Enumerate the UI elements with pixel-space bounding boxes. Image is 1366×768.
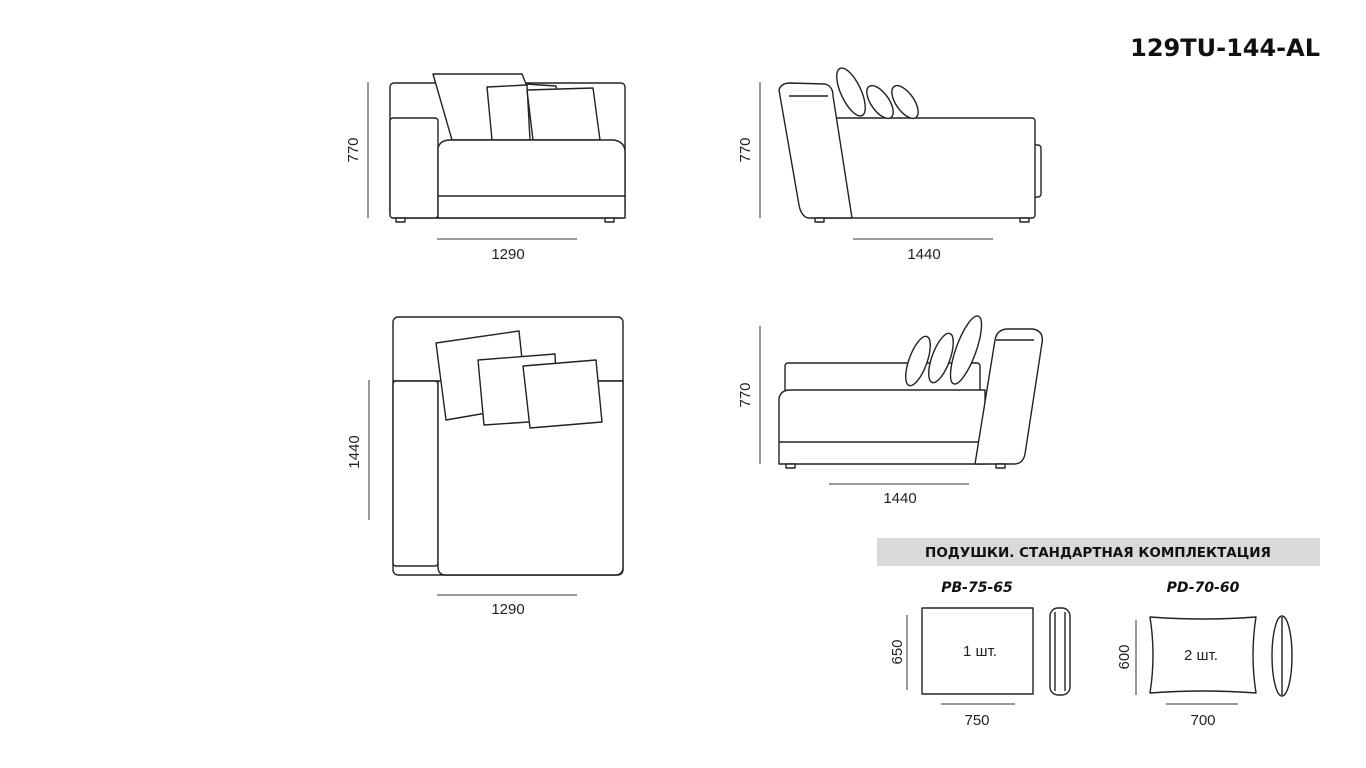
pillow: [928, 332, 954, 384]
pillow-width-label: 700: [1190, 712, 1215, 729]
pillow: [522, 359, 603, 429]
seat: [437, 139, 626, 219]
armrest: [392, 380, 439, 567]
height-label: 770: [737, 137, 754, 162]
height-label: 770: [345, 137, 362, 162]
width-label: 1290: [491, 246, 524, 263]
depth-label: 1440: [346, 435, 363, 468]
pillows-heading-band: [877, 538, 1320, 566]
pillow-code: PB-75-65: [941, 580, 1013, 596]
leg: [814, 217, 825, 223]
side-view-right: 770 1440: [737, 67, 1042, 263]
armrest: [778, 82, 853, 219]
width-label: 1290: [491, 601, 524, 618]
pillow-code: PD-70-60: [1167, 580, 1240, 596]
pillow-width-label: 750: [964, 712, 989, 729]
pillow-front: [921, 607, 1034, 695]
armrest: [974, 328, 1043, 465]
seat-body: [819, 117, 1036, 219]
leg: [1019, 217, 1030, 223]
pillow-pd: PD-70-60 2 шт. 600 700: [1116, 580, 1293, 729]
top-view: 1440 1290: [346, 316, 624, 618]
pillow-qty: 2 шт.: [1184, 647, 1218, 664]
pillow: [905, 335, 931, 387]
pillow-front: [1149, 616, 1257, 694]
height-label: 770: [737, 382, 754, 407]
leg: [395, 217, 406, 223]
pillow-side: [1049, 607, 1071, 696]
pillow: [866, 84, 894, 120]
pillow: [891, 84, 919, 120]
pillow-height-label: 600: [1116, 644, 1133, 669]
side-view-left: 770 1440: [737, 315, 1043, 507]
model-title: 129TU-144-AL: [1130, 34, 1320, 62]
pillow: [526, 87, 601, 141]
pillow-pb: PB-75-65 1 шт. 650 750: [889, 580, 1071, 729]
seat: [778, 389, 986, 465]
width-label: 1440: [883, 490, 916, 507]
pillow-qty: 1 шт.: [963, 643, 997, 660]
leg: [604, 217, 615, 223]
front-view: 770 1290: [345, 73, 626, 263]
pillow: [836, 67, 866, 117]
pillow-height-label: 650: [889, 639, 906, 664]
pillows-heading: ПОДУШКИ. СТАНДАРТНАЯ КОМПЛЕКТАЦИЯ: [925, 545, 1271, 561]
pillows-section: ПОДУШКИ. СТАНДАРТНАЯ КОМПЛЕКТАЦИЯ PB-75-…: [877, 538, 1320, 729]
leg: [785, 463, 796, 469]
pillow: [486, 84, 531, 141]
width-label: 1440: [907, 246, 940, 263]
armrest: [389, 117, 439, 219]
leg: [995, 463, 1006, 469]
seat: [437, 380, 624, 576]
pillow: [949, 315, 983, 385]
